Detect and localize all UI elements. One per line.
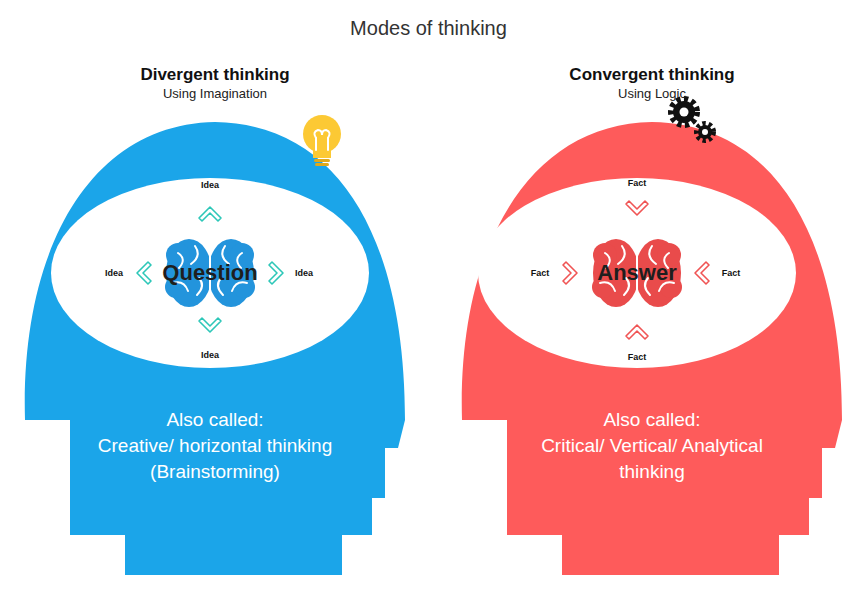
head-silhouette: Convergent thinkingUsing LogicAlso calle… [457,115,847,580]
center-word: Answer [477,260,797,286]
brain-icon [592,239,682,307]
inward-chevrons [563,201,709,339]
mode-subtitle: Using Logic [457,86,847,102]
spoke-label: Idea [201,180,219,191]
spoke-label: Fact [722,268,741,279]
mode-subtitle: Using Imagination [20,86,410,102]
alternate-names: Creative/ horizontal thinking (Brainstor… [75,433,355,485]
spoke-label: Idea [295,268,313,279]
alternate-names: Critical/ Vertical/ Analytical thinking [512,433,792,485]
center-word: Question [50,260,370,286]
diagram-title: Modes of thinking [0,16,857,40]
thought-ellipse: Question [50,177,370,369]
also-called-label: Also called: [75,407,355,433]
also-called-label: Also called: [512,407,792,433]
outward-chevrons [137,207,283,332]
mode-heading: Divergent thinking [20,65,410,85]
gears-icon [671,99,714,141]
mode-heading: Convergent thinking [457,65,847,85]
spoke-label: Fact [628,178,647,189]
also-called-block: Also called:Creative/ horizontal thinkin… [75,407,355,485]
spoke-label: Idea [201,350,219,361]
also-called-block: Also called:Critical/ Vertical/ Analytic… [512,407,792,485]
lightbulb-icon [303,115,341,166]
thought-ellipse: Answer [477,177,797,369]
spoke-label: Idea [105,268,123,279]
spoke-label: Fact [628,352,647,363]
spoke-label: Fact [531,268,550,279]
brain-icon [165,239,255,307]
